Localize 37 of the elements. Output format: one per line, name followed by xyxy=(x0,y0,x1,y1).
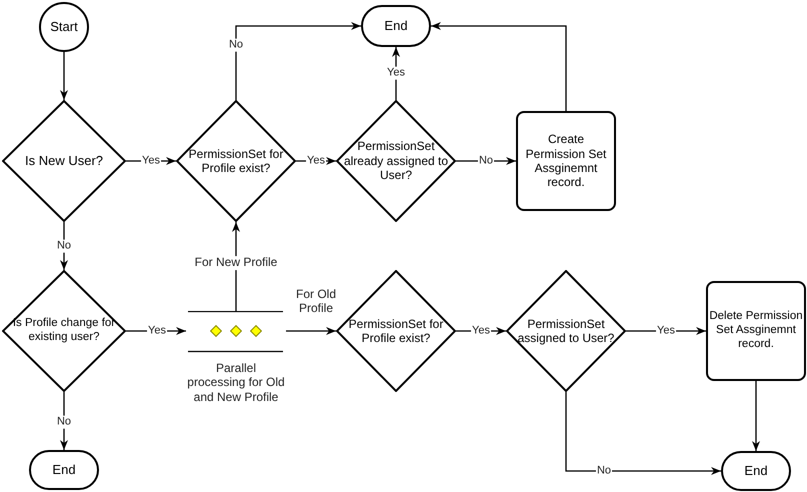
node-caption: Parallel processing for Old and New Profile xyxy=(186,361,286,404)
end-terminal xyxy=(721,451,791,491)
arrow xyxy=(235,22,361,100)
node-label: Delete Permission Set Assginemnt record. xyxy=(708,310,804,352)
node-label: End xyxy=(384,18,408,34)
decision-diamond xyxy=(2,100,126,222)
decision-diamond xyxy=(176,100,296,222)
node-label: Start xyxy=(50,19,78,35)
arrow xyxy=(126,327,186,335)
node-label: Create Permission Set Assginemnt record. xyxy=(524,132,608,190)
end-terminal xyxy=(361,5,431,47)
edge-label: Yes xyxy=(386,66,406,80)
end-terminal xyxy=(29,450,99,490)
edge-label: For New Profile xyxy=(194,256,278,270)
arrow xyxy=(60,52,68,100)
node-label: PermissionSet assigned to User? xyxy=(516,316,616,346)
edge-label: No xyxy=(56,240,72,252)
edge-label: No xyxy=(56,416,72,428)
node-label: PermissionSet for Profile exist? xyxy=(188,146,284,176)
arrow xyxy=(286,327,336,335)
node-label: End xyxy=(52,462,76,478)
arrow xyxy=(752,381,760,451)
node-label: PermissionSet already assigned to User? xyxy=(342,139,450,183)
decision-diamond xyxy=(506,270,626,392)
decision-diamond xyxy=(336,270,456,392)
arrow xyxy=(431,22,567,111)
edge-label: No xyxy=(228,38,244,52)
process-box xyxy=(706,281,806,381)
decision-diamond xyxy=(336,100,456,222)
process-box xyxy=(516,111,616,211)
arrow xyxy=(565,392,721,475)
arrow xyxy=(392,47,400,100)
node-label: End xyxy=(744,463,768,479)
node-label: PermissionSet for Profile exist? xyxy=(348,316,444,346)
arrow xyxy=(626,327,706,335)
node-label: Is New User? xyxy=(24,153,104,169)
decision-diamond xyxy=(2,270,126,392)
